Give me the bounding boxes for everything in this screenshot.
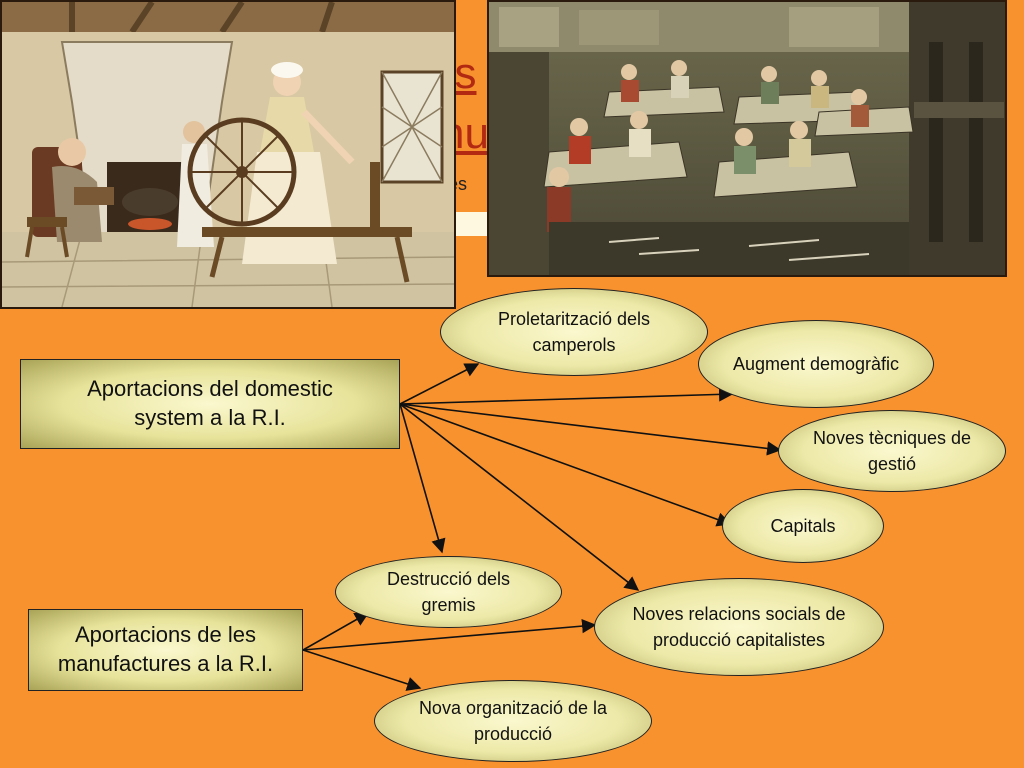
arrow-manufactures-social bbox=[302, 618, 597, 651]
oval-capital-label: Capitals bbox=[770, 515, 836, 536]
manufactures-label: Aportacions de les manufactures a la R.I… bbox=[57, 622, 274, 676]
oval-management: Noves tècniques de gestió bbox=[778, 410, 1006, 492]
arrow-domestic-proletarization bbox=[399, 363, 480, 405]
oval-guilds-label: Destrucció dels gremis bbox=[386, 568, 511, 615]
manufactures-box: Aportacions de les manufactures a la R.I… bbox=[28, 609, 303, 691]
manufacture-workshop-painting bbox=[487, 0, 1007, 277]
spinning-wheel-painting bbox=[0, 0, 456, 309]
arrow-domestic-capital bbox=[399, 403, 732, 527]
domestic-system-label: Aportacions del domestic system a la R.I… bbox=[87, 376, 333, 430]
arrow-domestic-social bbox=[399, 403, 640, 591]
oval-capital: Capitals bbox=[722, 489, 884, 563]
oval-social-relations: Noves relacions socials de producció cap… bbox=[594, 578, 884, 676]
domestic-system-box: Aportacions del domestic system a la R.I… bbox=[20, 359, 400, 449]
oval-demographic-label: Augment demogràfic bbox=[732, 353, 900, 374]
oval-proletarization: Proletarització dels camperols bbox=[440, 288, 708, 376]
oval-guilds: Destrucció dels gremis bbox=[335, 556, 562, 628]
arrow-domestic-management bbox=[399, 403, 782, 456]
arrow-domestic-guilds bbox=[399, 403, 446, 554]
oval-demographic: Augment demogràfic bbox=[698, 320, 934, 408]
oval-management-label: Noves tècniques de gestió bbox=[812, 427, 972, 474]
arrow-manufactures-organization bbox=[302, 649, 422, 691]
arrow-manufactures-guilds bbox=[302, 612, 370, 651]
oval-organization: Nova organització de la producció bbox=[374, 680, 652, 762]
arrow-domestic-demographic bbox=[399, 387, 734, 405]
oval-social-relations-label: Noves relacions socials de producció cap… bbox=[632, 603, 846, 650]
oval-organization-label: Nova organització de la producció bbox=[418, 697, 608, 744]
oval-proletarization-label: Proletarització dels camperols bbox=[497, 308, 651, 355]
